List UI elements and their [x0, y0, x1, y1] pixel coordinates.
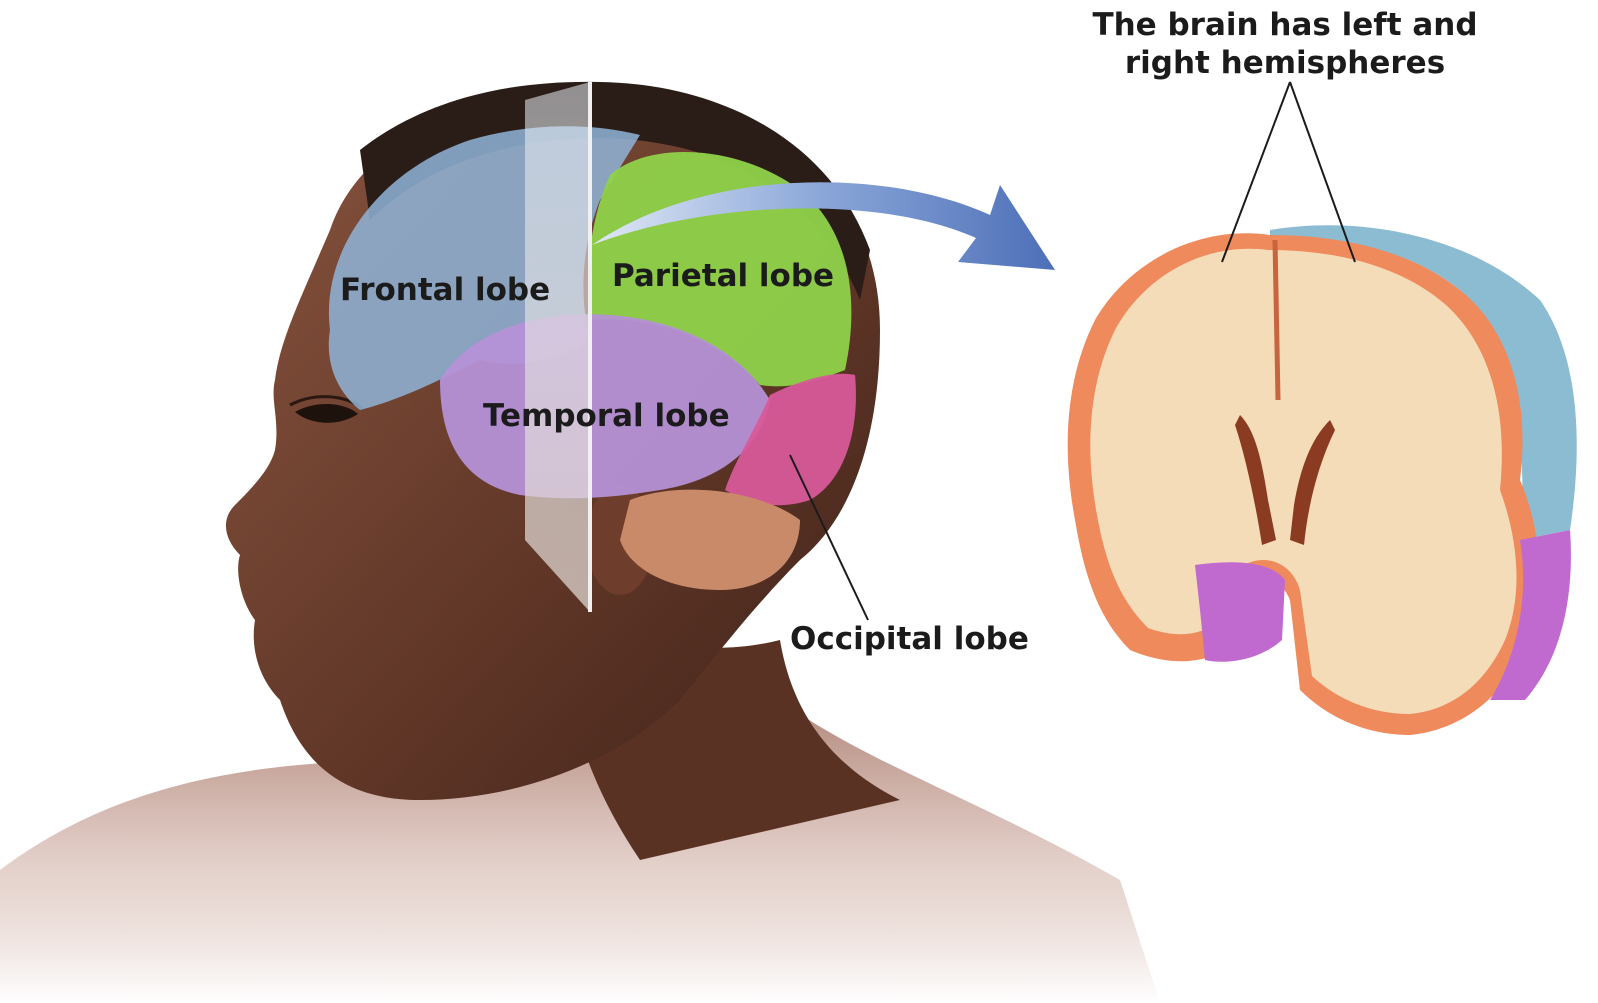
longitudinal-fissure [1275, 240, 1278, 400]
parietal-lobe-label: Parietal lobe [612, 261, 834, 292]
occipital-lobe-label: Occipital lobe [790, 624, 1029, 655]
section-plane [525, 82, 590, 612]
hemispheres-caption: The brain has left and right hemispheres [1080, 6, 1490, 82]
coronal-brain-section [1068, 225, 1577, 735]
section-purple-left [1195, 562, 1285, 662]
frontal-lobe-label: Frontal lobe [340, 275, 550, 306]
temporal-lobe-label: Temporal lobe [483, 401, 730, 432]
